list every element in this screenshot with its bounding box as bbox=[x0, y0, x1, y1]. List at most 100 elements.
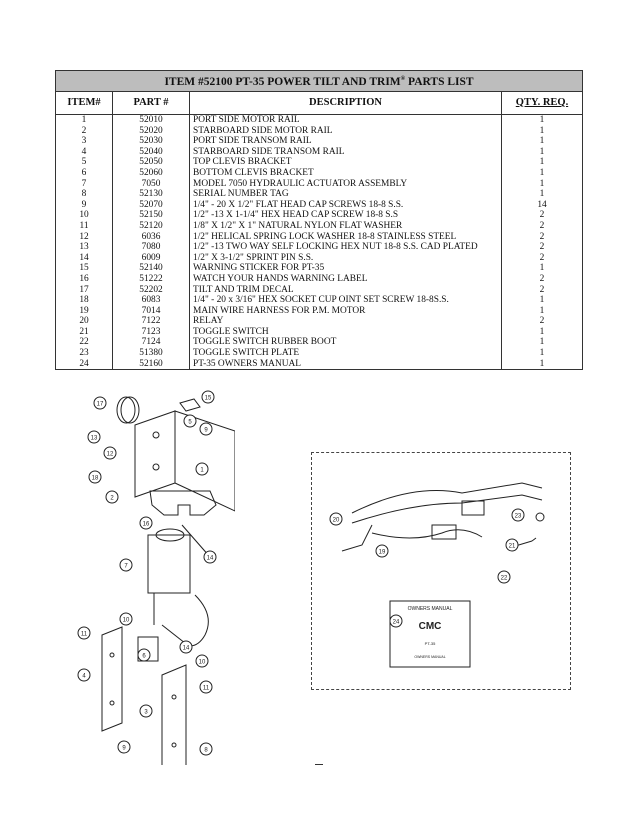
relay-component bbox=[431, 524, 457, 540]
callout-circle bbox=[139, 516, 153, 530]
row-qty-cell: 1 bbox=[501, 114, 583, 126]
callout-circle bbox=[119, 558, 133, 572]
row-part-cell: 6009 bbox=[112, 252, 190, 264]
warning-sticker-part bbox=[179, 398, 201, 412]
wire-harness-diagram: OWNERS MANUAL CMC PT-35 OWNERS MANUAL 20… bbox=[329, 482, 545, 668]
row-part-cell: 7050 bbox=[112, 178, 190, 190]
row-part-cell: 7123 bbox=[112, 326, 190, 338]
row-qty-cell: 1 bbox=[501, 136, 583, 147]
row-description-cell: RELAY bbox=[189, 316, 502, 327]
callout-circle bbox=[179, 640, 193, 654]
callout-circle bbox=[195, 654, 209, 668]
row-description-cell: STARBOARD SIDE MOTOR RAIL bbox=[189, 125, 502, 137]
row-item-cell: 7 bbox=[55, 178, 113, 190]
callout-bubble: 18 bbox=[88, 470, 102, 484]
row-item-cell: 2 bbox=[55, 125, 113, 137]
callout-number: 9 bbox=[122, 746, 126, 752]
row-description-cell: MAIN WIRE HARNESS FOR P.M. MOTOR bbox=[189, 305, 502, 317]
rail-hole bbox=[109, 700, 115, 706]
callout-number: 9 bbox=[204, 428, 208, 434]
bolt-hole bbox=[152, 463, 160, 471]
row-part-cell: 52020 bbox=[112, 125, 190, 137]
manual-footer-text: OWNERS MANUAL bbox=[414, 655, 445, 659]
callout-bubble: 5 bbox=[183, 414, 197, 428]
row-qty-cell: 2 bbox=[501, 220, 583, 232]
row-item-cell: 9 bbox=[55, 199, 113, 211]
callout-circle bbox=[93, 396, 107, 410]
row-part-cell: 52010 bbox=[112, 114, 190, 126]
bushing-part-back bbox=[120, 396, 140, 424]
callout-circle bbox=[105, 490, 119, 504]
spring-pin-part bbox=[181, 524, 211, 558]
row-qty-cell: 2 bbox=[501, 284, 583, 296]
row-item-cell: 12 bbox=[55, 231, 113, 243]
row-qty-cell: 1 bbox=[501, 358, 583, 371]
rail-hole bbox=[171, 742, 177, 748]
callout-number: 1 bbox=[200, 468, 204, 474]
row-item-cell: 18 bbox=[55, 295, 113, 306]
row-description-cell: TOGGLE SWITCH PLATE bbox=[189, 348, 502, 359]
row-item-cell: 1 bbox=[55, 114, 113, 126]
callout-number: 17 bbox=[97, 402, 104, 408]
callout-bubble: 8 bbox=[199, 742, 213, 756]
callout-number: 3 bbox=[144, 710, 148, 716]
callout-bubble: 13 bbox=[87, 430, 101, 444]
callout-circle bbox=[119, 612, 133, 626]
row-description-cell: STARBOARD SIDE TRANSOM RAIL bbox=[189, 146, 502, 158]
row-description-cell: TOGGLE SWITCH bbox=[189, 326, 502, 338]
callout-bubble: 11 bbox=[199, 680, 213, 694]
callout-circle bbox=[139, 704, 153, 718]
callout-circle bbox=[87, 430, 101, 444]
row-part-cell: 6083 bbox=[112, 295, 190, 306]
row-item-cell: 20 bbox=[55, 316, 113, 327]
row-part-cell: 52160 bbox=[112, 358, 190, 371]
callout-bubble: 16 bbox=[139, 516, 153, 530]
row-qty-cell: 1 bbox=[501, 337, 583, 349]
callout-number: 21 bbox=[509, 544, 516, 550]
row-description-cell: 1/2" -13 X 1-1/4" HEX HEAD CAP SCREW 18-… bbox=[189, 210, 502, 221]
row-qty-cell: 14 bbox=[501, 199, 583, 211]
callout-circle bbox=[117, 740, 131, 754]
row-part-cell: 51380 bbox=[112, 348, 190, 359]
parts-list-table: ITEM #52100 PT-35 POWER TILT AND TRIM® P… bbox=[55, 70, 583, 371]
col-qty-header: QTY. REQ. bbox=[501, 91, 583, 115]
callout-bubble: 9 bbox=[117, 740, 131, 754]
row-description-cell: PORT SIDE TRANSOM RAIL bbox=[189, 136, 502, 147]
row-description-cell: WARNING STICKER FOR PT-35 bbox=[189, 263, 502, 274]
callout-bubble: 11 bbox=[77, 626, 91, 640]
row-qty-cell: 1 bbox=[501, 348, 583, 359]
row-part-cell: 52202 bbox=[112, 284, 190, 296]
row-part-cell: 52060 bbox=[112, 167, 190, 179]
callout-number: 20 bbox=[333, 518, 340, 524]
callout-circle bbox=[183, 414, 197, 428]
row-item-cell: 8 bbox=[55, 189, 113, 200]
row-item-cell: 14 bbox=[55, 252, 113, 264]
callout-circle bbox=[203, 550, 217, 564]
row-qty-cell: 1 bbox=[501, 157, 583, 168]
callout-number: 22 bbox=[501, 576, 508, 582]
relay-component bbox=[461, 500, 485, 516]
callout-number: 16 bbox=[143, 522, 150, 528]
callout-number: 10 bbox=[199, 660, 206, 666]
harness-callout-bubble: 21 bbox=[505, 538, 519, 552]
row-item-cell: 24 bbox=[55, 358, 113, 371]
callout-circle bbox=[375, 544, 389, 558]
callout-number: 8 bbox=[204, 748, 208, 754]
row-part-cell: 7124 bbox=[112, 337, 190, 349]
row-description-cell: 1/2" -13 TWO WAY SELF LOCKING HEX NUT 18… bbox=[189, 242, 502, 253]
harness-callout-bubble: 20 bbox=[329, 512, 343, 526]
row-description-cell: WATCH YOUR HANDS WARNING LABEL bbox=[189, 273, 502, 285]
row-part-cell: 7122 bbox=[112, 316, 190, 327]
callout-number: 11 bbox=[81, 632, 88, 638]
callout-circle bbox=[137, 648, 151, 662]
